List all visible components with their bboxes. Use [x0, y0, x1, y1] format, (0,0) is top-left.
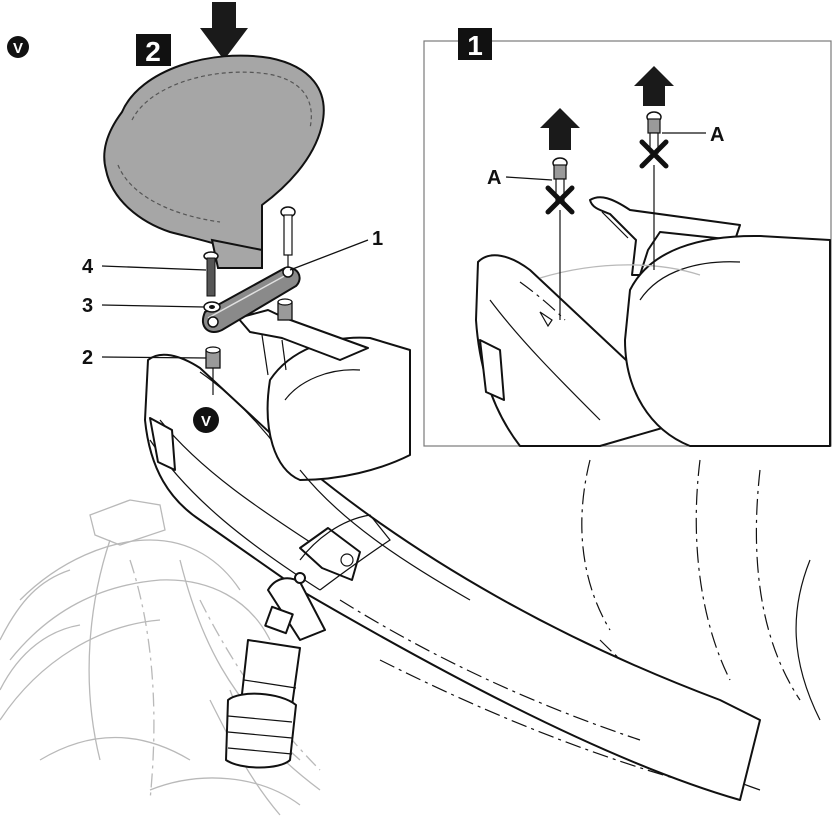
callout-part-3: 3 [82, 295, 205, 317]
background-motorcycle-outline [0, 499, 321, 816]
svg-text:1: 1 [372, 228, 383, 250]
svg-text:A: A [710, 124, 724, 146]
backrest-pad [103, 54, 325, 269]
screw-a-right [646, 111, 662, 270]
washer-3 [203, 301, 221, 313]
step-2-box: 2 [136, 34, 171, 67]
up-arrow-icon [634, 66, 674, 106]
screw-4-left [203, 251, 219, 297]
grab-rail [237, 309, 369, 376]
svg-text:2: 2 [145, 36, 161, 67]
brand-badge-icon: V [193, 407, 219, 433]
svg-text:V: V [13, 40, 23, 57]
brand-badge-icon: V [7, 36, 29, 58]
svg-text:V: V [201, 413, 211, 430]
callout-screw-a-left: A [487, 167, 553, 189]
cross-icon [545, 185, 575, 215]
screw-4-right [280, 206, 296, 268]
callout-part-4: 4 [82, 256, 207, 278]
step-1-box: 1 [458, 28, 492, 61]
spacer-2-left [205, 346, 221, 395]
down-arrow-icon [200, 2, 248, 60]
callout-part-1: 1 [289, 228, 383, 271]
svg-text:3: 3 [82, 295, 93, 317]
svg-text:1: 1 [467, 30, 483, 61]
callout-part-2: 2 [82, 347, 207, 369]
screw-a-left [552, 157, 568, 320]
svg-text:A: A [487, 167, 501, 189]
callout-screw-a-right: A [662, 124, 724, 146]
step-1-inset [423, 40, 832, 447]
cross-icon [639, 139, 669, 169]
up-arrow-icon [540, 108, 580, 150]
spacer-2-right [277, 298, 293, 321]
shock-absorber [225, 605, 301, 769]
svg-text:4: 4 [82, 256, 94, 278]
svg-text:2: 2 [82, 347, 93, 369]
